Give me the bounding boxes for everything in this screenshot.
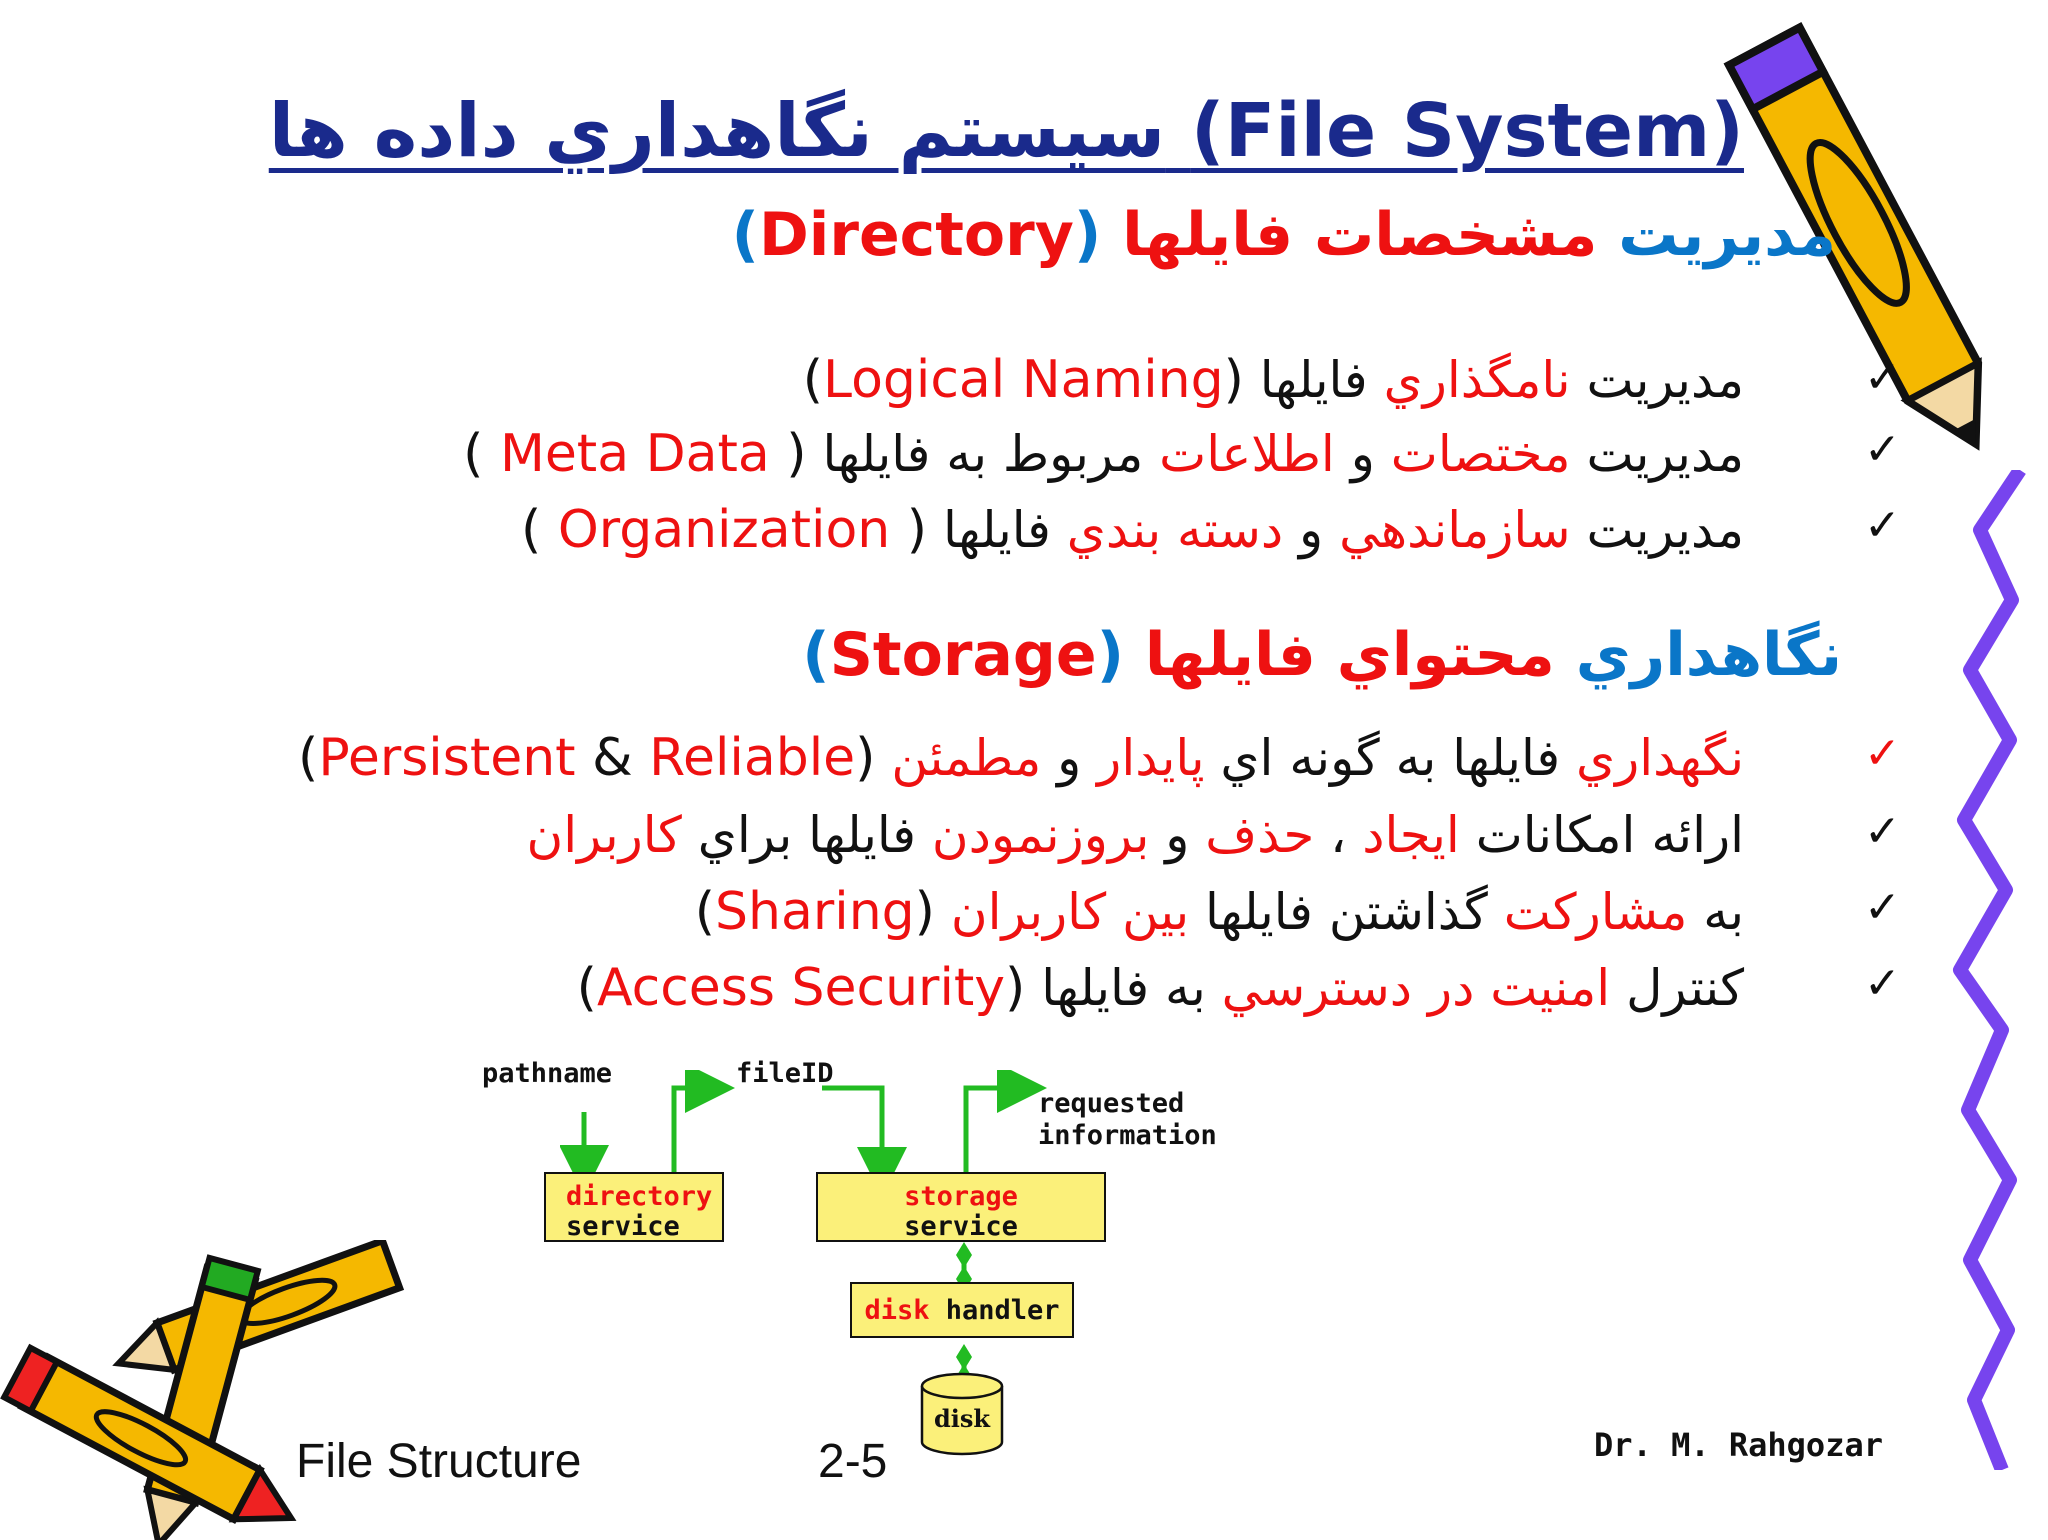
footer-course-name: File Structure — [296, 1435, 582, 1488]
list-item-create-delete-update: ارائه امكانات ايجاد ، حذف و بروزنمودن فا… — [526, 806, 1745, 864]
checkmark-icon: ✓ — [1864, 882, 1901, 933]
list-item-logical-naming: مديريت نامگذاري فايلها (Logical Naming) — [802, 350, 1744, 410]
checkmark-icon: ✓ — [1864, 958, 1901, 1009]
list-item-persistent-reliable: نگهداري فايلها به گونه اي پايدار و مطمئن… — [298, 728, 1744, 788]
disk-cylinder-icon — [920, 1372, 1004, 1456]
label-requested: requested — [1038, 1088, 1185, 1119]
list-item-access-security: كنترل امنيت در دسترسي به فايلها (Access … — [576, 958, 1744, 1018]
checkmark-icon: ✓ — [1864, 352, 1901, 403]
disk-label: disk — [933, 1404, 991, 1433]
list-item-organization: مديريت سازماندهي و دسته بندي فايلها ( Or… — [520, 500, 1744, 560]
label-information: information — [1038, 1120, 1217, 1151]
checkmark-icon: ✓ — [1864, 728, 1901, 779]
label-fileid: fileID — [736, 1058, 834, 1089]
checkmark-icon: ✓ — [1864, 500, 1901, 551]
title-english: (File System) — [1190, 88, 1744, 174]
checkmark-icon: ✓ — [1864, 806, 1901, 857]
label-pathname: pathname — [482, 1058, 613, 1089]
slide-title: سیستم نگاهداري داده ها (File System) — [269, 88, 1744, 174]
section-heading-storage: نگاهداري محتواي فايلها (Storage) — [802, 620, 1842, 690]
footer-page-number: 2-5 — [818, 1435, 888, 1488]
title-persian: سیستم نگاهداري داده ها — [268, 88, 1166, 174]
checkmark-icon: ✓ — [1864, 424, 1901, 475]
section-heading-directory: مديريت مشخصات فايلها (Directory) — [731, 200, 1836, 270]
list-item-sharing: به مشاركت گذاشتن فايلها بين كاربران (Sha… — [694, 882, 1744, 942]
directory-service-box: directory service — [544, 1172, 724, 1242]
storage-service-box: storage service — [816, 1172, 1106, 1242]
footer-author: Dr. M. Rahgozar — [1594, 1426, 1883, 1464]
pencil-clipart-icon — [1723, 22, 1983, 451]
list-item-meta-data: مديريت مختصات و اطلاعات مربوط به فايلها … — [463, 424, 1744, 484]
disk-handler-box: disk handler — [850, 1282, 1074, 1338]
pencils-clipart-icon — [0, 1240, 405, 1540]
zigzag-border-decoration — [1953, 470, 2026, 1470]
